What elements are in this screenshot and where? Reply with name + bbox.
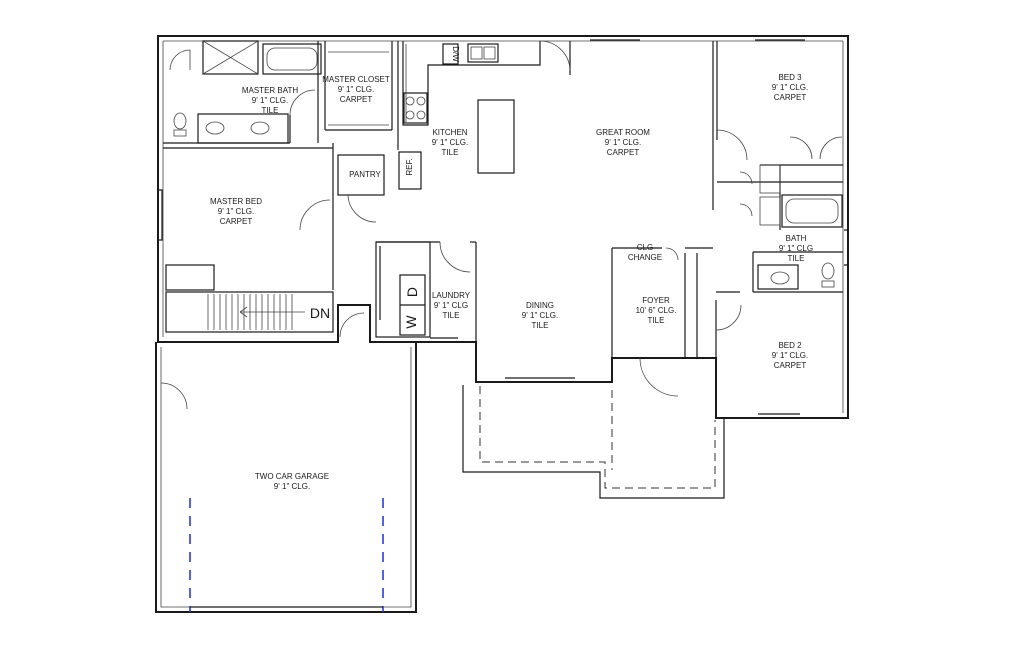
door-swings: [160, 40, 843, 410]
label-dryer: D: [404, 287, 420, 297]
fixture-labels: D/W REF. W D DN: [310, 46, 460, 328]
garage-doors: [189, 498, 384, 612]
label-dishwasher: D/W: [451, 46, 460, 62]
label-stairs-down: DN: [310, 305, 330, 321]
label-refrigerator: REF.: [405, 158, 414, 175]
fixtures: [173, 40, 839, 288]
label-pantry: PANTRY: [349, 170, 381, 179]
label-washer: W: [403, 315, 419, 329]
covered-porch: [462, 385, 725, 499]
windows: [158, 35, 849, 419]
